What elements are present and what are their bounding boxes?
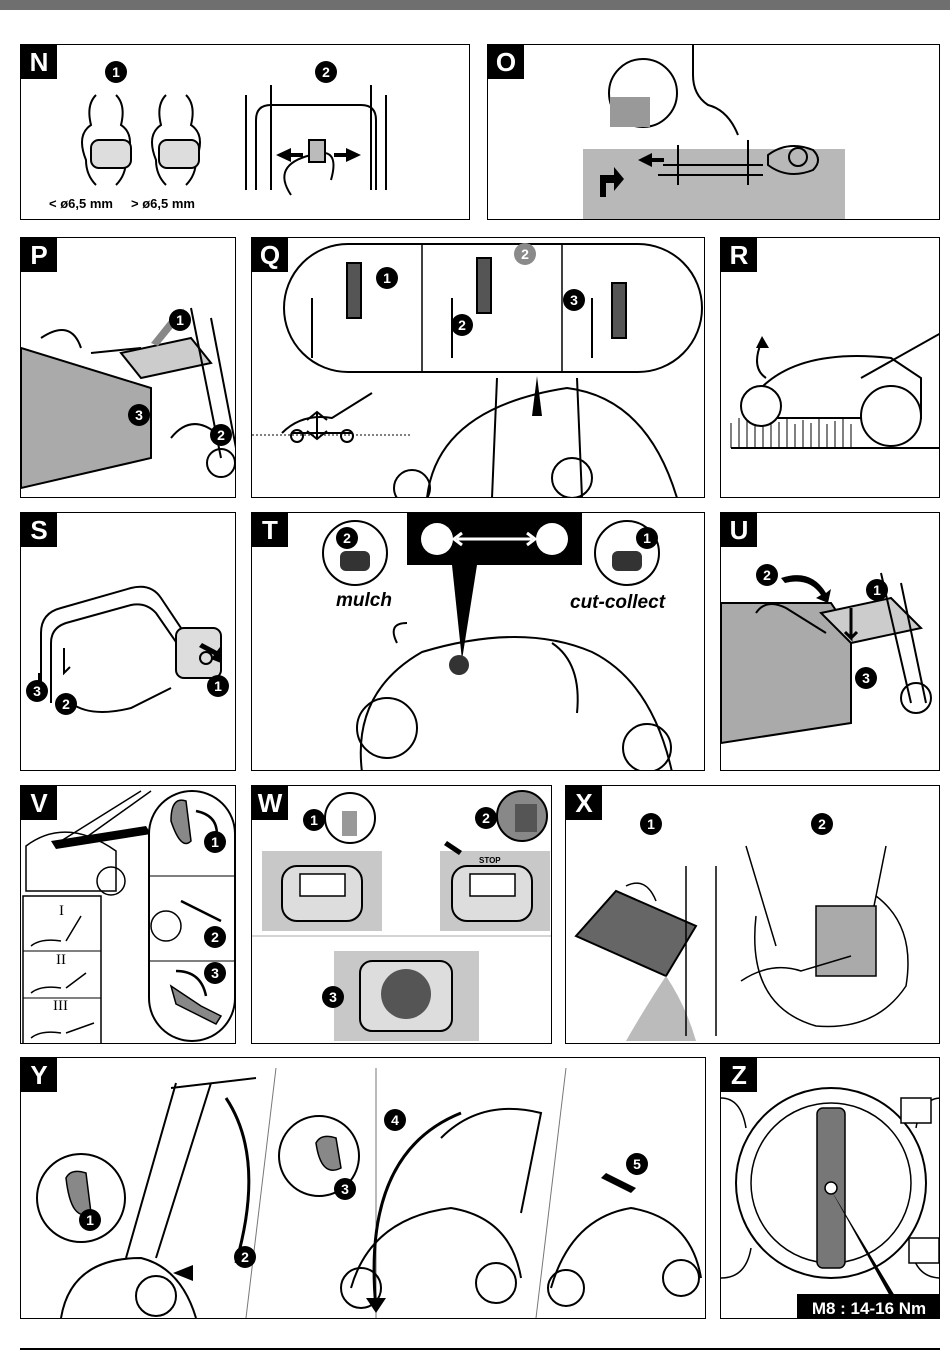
cable-clip-illustration [21,45,470,220]
front-lift-illustration [721,238,940,498]
step-1-marker: 1 [640,813,662,835]
step-1-marker: 1 [79,1209,101,1231]
step-3-marker: 3 [26,680,48,702]
bottom-rule [20,1348,940,1350]
step-2-marker: 2 [315,61,337,83]
mowing-edge-illustration [488,45,940,220]
step-1-marker: 1 [105,61,127,83]
fill-indicator-illustration [252,786,552,1044]
panel-n: N 1 2 < ø6,5 mm > ø6,5 mm [20,44,470,220]
panel-label: R [721,238,757,272]
panel-q: Q 1 2 2 3 [251,237,705,498]
handle-fold-illustration [21,513,236,771]
step-3-marker: 3 [334,1178,356,1200]
height-i-label: I [59,903,64,920]
size-small-label: < ø6,5 mm [49,196,113,211]
panel-label: Y [21,1058,57,1092]
panel-label: U [721,513,757,547]
blade-torque-illustration [721,1058,940,1319]
panel-z: Z M8 : 14-16 Nm [720,1057,940,1319]
size-large-label: > ø6,5 mm [131,196,195,211]
panel-r: R [720,237,940,498]
grass-box-attach-illustration [21,238,236,498]
height-adjust-illustration [252,238,705,498]
step-1-marker: 1 [204,831,226,853]
step-1-marker: 1 [169,309,191,331]
panel-y: Y 1 2 3 4 5 [20,1057,706,1319]
step-3-marker: 3 [855,667,877,689]
panel-p: P 1 2 3 [20,237,236,498]
stop-label: STOP [479,856,501,865]
panel-w: W 1 2 3 STOP [251,785,552,1044]
step-2-marker: 2 [210,424,232,446]
cut-collect-mode-label: cut-collect [570,592,665,614]
grass-box-remove-illustration [721,513,940,771]
step-3-marker: 3 [204,962,226,984]
panel-label: V [21,786,57,820]
step-2-marker: 2 [234,1246,256,1268]
step-3-marker: 3 [563,289,585,311]
step-1-marker: 1 [376,267,398,289]
panel-label: P [21,238,57,272]
step-1-marker: 1 [303,809,325,831]
panel-label: Q [252,238,288,272]
panel-label: Z [721,1058,757,1092]
top-bar [0,0,950,10]
height-iii-label: III [53,998,68,1015]
step-4-marker: 4 [384,1109,406,1131]
mode-switch-illustration [252,513,705,771]
step-2-marker: 2 [756,564,778,586]
step-3-marker: 3 [322,986,344,1008]
panel-s: S 1 2 3 [20,512,236,771]
step-2-marker: 2 [336,527,358,549]
step-2-marker-gray: 2 [514,243,536,265]
panel-label: W [252,786,288,820]
height-ii-label: II [56,952,66,969]
panel-x: X 1 2 [565,785,940,1044]
torque-spec-label: M8 : 14-16 Nm [797,1294,940,1319]
step-2-marker: 2 [811,813,833,835]
step-1-marker: 1 [207,675,229,697]
panel-label: N [21,45,57,79]
step-2-marker: 2 [475,807,497,829]
step-3-marker: 3 [128,404,150,426]
step-2-marker: 2 [204,926,226,948]
step-2-marker: 2 [451,314,473,336]
step-1-marker: 1 [636,527,658,549]
panel-o: O [487,44,940,220]
step-2-marker: 2 [55,693,77,715]
panel-v: V 1 2 3 I II III [20,785,236,1044]
empty-clean-illustration [566,786,940,1044]
panel-label: X [566,786,602,820]
panel-label: O [488,45,524,79]
panel-label: S [21,513,57,547]
panel-u: U 1 2 3 [720,512,940,771]
storage-fold-illustration [21,1058,706,1319]
mulch-mode-label: mulch [336,590,392,612]
step-5-marker: 5 [626,1153,648,1175]
panel-label: T [252,513,288,547]
panel-t: T 2 1 mulch cut-collect [251,512,705,771]
step-1-marker: 1 [866,579,888,601]
